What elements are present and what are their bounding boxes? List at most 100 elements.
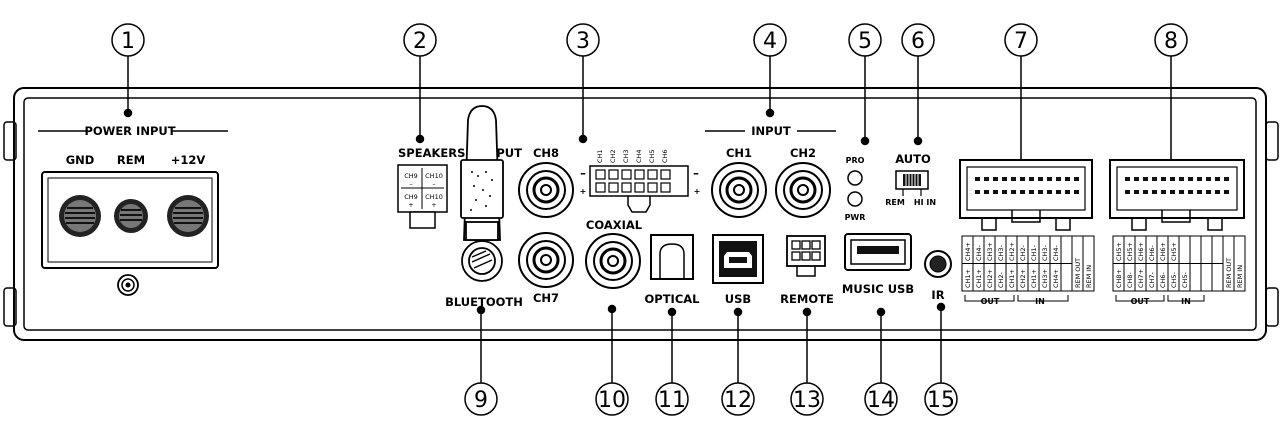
ch9-pos-label: CH9	[404, 193, 418, 201]
pinout-label: CH1+	[964, 269, 972, 288]
connector-pin	[1011, 177, 1016, 181]
connector-pin	[1065, 177, 1070, 181]
callout-10: 10	[595, 382, 629, 416]
callout-15: 15	[924, 382, 958, 416]
connector-pin	[1188, 177, 1193, 181]
rem-pin-label: REM IN	[1085, 265, 1093, 288]
callout-5: 5	[848, 23, 882, 57]
h3-plus-left: +	[580, 187, 587, 196]
rca-ch8-jack	[518, 162, 574, 218]
pinout-label: CH1-	[1030, 244, 1038, 261]
callout-number: 14	[867, 388, 895, 413]
callout-number: 2	[413, 29, 427, 54]
callout-number: 6	[911, 29, 925, 54]
h3-minus-right: –	[693, 166, 699, 180]
connector-pin	[1188, 190, 1193, 194]
switch-hi-in-label: HI IN	[914, 198, 936, 207]
gnd-label: GND	[66, 153, 95, 167]
power-input-section: POWER INPUT GND REM +12V	[38, 124, 228, 296]
rem-pin-label: REM IN	[1236, 265, 1244, 288]
rem-pin-label: REM OUT	[1074, 258, 1082, 288]
12v-label: +12V	[171, 153, 206, 167]
h3-pin	[647, 169, 658, 180]
callout-4: 4	[753, 23, 787, 57]
connector-pin	[1029, 177, 1034, 181]
speakers-output-title: SPEAKERS OUTPUT	[398, 146, 522, 160]
rca-ch7-jack	[518, 232, 574, 288]
pro-led	[847, 170, 863, 186]
connector-pin	[993, 177, 998, 181]
connector-pin	[1134, 190, 1139, 194]
callout-number: 5	[858, 29, 872, 54]
connector-pin	[1215, 190, 1220, 194]
pinout-label: CH4+	[964, 242, 972, 261]
pinout-label: CH3-	[997, 244, 1005, 261]
pinout-label: CH1+	[1030, 269, 1038, 288]
pinout-label: CH4-	[975, 244, 983, 261]
connector-pin	[1224, 177, 1229, 181]
h3-pin-label: CH5	[648, 149, 656, 163]
connector-pin	[1206, 190, 1211, 194]
h3-plus-right: +	[694, 187, 701, 196]
callout-number: 4	[763, 29, 777, 54]
callout-8: 8	[1154, 23, 1188, 57]
pinout-label: CH8-	[1126, 271, 1134, 288]
h3-pin-label: CH2	[609, 149, 617, 163]
connector-pin	[1197, 190, 1202, 194]
callout-number: 1	[121, 29, 135, 54]
switch-rem-label: REM	[885, 198, 905, 207]
rem-pin-label: REM OUT	[1225, 258, 1233, 288]
callout-number: 10	[598, 388, 626, 413]
pwr-led	[847, 191, 863, 207]
callout-13: 13	[790, 382, 824, 416]
h3-pin	[595, 169, 606, 180]
coaxial-jack	[585, 233, 641, 289]
callout-9: 9	[464, 382, 498, 416]
gnd-terminal	[59, 195, 101, 237]
connector-pin	[1038, 190, 1043, 194]
input-ch2-jack	[775, 162, 831, 218]
connector-pin	[1134, 177, 1139, 181]
pinout-label: CH2+	[1008, 242, 1016, 261]
bluetooth-label: BLUETOOTH	[445, 295, 523, 309]
callout-14: 14	[864, 382, 898, 416]
music-usb-label: MUSIC USB	[842, 282, 914, 296]
out-label: OUT	[981, 297, 1000, 306]
pinout-label: CH2+	[986, 269, 994, 288]
connector-pin	[1038, 177, 1043, 181]
power-input-title: POWER INPUT	[84, 124, 175, 138]
pinout-label: CH2+	[1019, 269, 1027, 288]
connector-pin	[1206, 177, 1211, 181]
callout-number: 11	[658, 388, 686, 413]
input-section: INPUT CH1 CH2	[705, 124, 836, 218]
callout-7: 7	[1004, 23, 1038, 57]
h3-pin	[660, 182, 671, 193]
in-label: IN	[1035, 297, 1045, 306]
callout-number: 3	[576, 29, 590, 54]
pinout-label: CH7-	[1148, 271, 1156, 288]
h3-pin	[621, 169, 632, 180]
usb-label: USB	[725, 292, 751, 306]
connector-pin	[993, 190, 998, 194]
connector-pin	[1029, 190, 1034, 194]
connector-pin	[1143, 177, 1148, 181]
music-usb-port	[844, 233, 912, 271]
connector-pin	[1020, 177, 1025, 181]
remote-label: REMOTE	[780, 292, 834, 306]
connector-pin	[1056, 190, 1061, 194]
h3-pin-label: CH3	[622, 149, 630, 163]
auto-switch[interactable]: AUTO REM HI IN	[885, 152, 936, 207]
connector-pin	[1065, 190, 1070, 194]
pinout-label: CH7+	[1137, 269, 1145, 288]
connector-pin	[975, 190, 980, 194]
pinout-label: CH4-	[1052, 244, 1060, 261]
optical-label: OPTICAL	[645, 292, 701, 306]
callout-number: 9	[474, 388, 488, 413]
pinout-label: CH2-	[1019, 244, 1027, 261]
connector-pin	[1170, 177, 1175, 181]
callout-number: 13	[793, 388, 821, 413]
connector-pin	[975, 177, 980, 181]
callout-12: 12	[721, 382, 755, 416]
